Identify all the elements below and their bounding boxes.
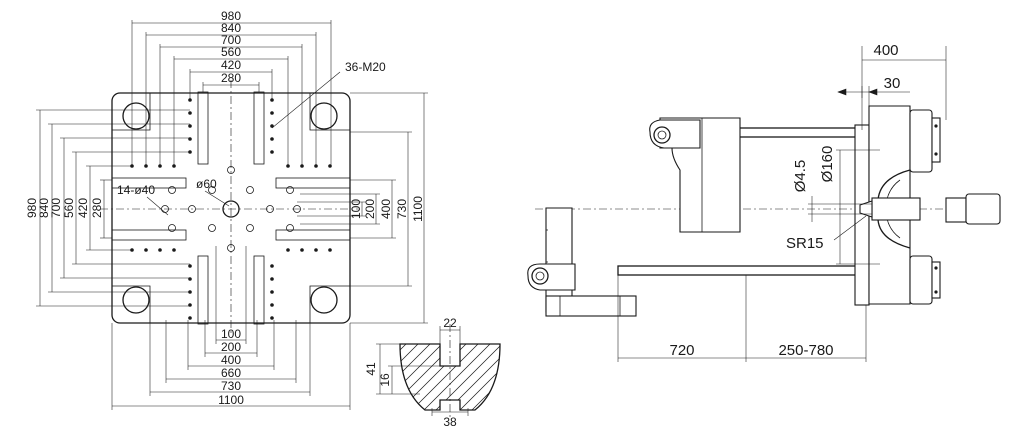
side-diameter-dimension-lines bbox=[808, 149, 880, 265]
corner-cut-bl bbox=[112, 285, 151, 323]
tie-bar-hole-bl bbox=[122, 286, 150, 314]
toggle-link-upper bbox=[649, 119, 701, 149]
side-dim-dia-large: Ø160 bbox=[819, 146, 836, 183]
toggle-link-lower bbox=[527, 263, 576, 291]
t-slot-v-br bbox=[253, 255, 265, 325]
top-dimension-lines bbox=[131, 20, 332, 166]
nozzle-tip bbox=[859, 200, 873, 218]
bottom-dim-1100: 1100 bbox=[218, 393, 244, 407]
moving-platen-foot bbox=[545, 295, 637, 317]
callout-tapped-holes: 36-M20 bbox=[345, 60, 386, 74]
section-outline bbox=[399, 343, 501, 411]
right-dim-1100: 1100 bbox=[411, 196, 425, 222]
side-dim-30: 30 bbox=[884, 75, 901, 92]
t-slot-v-tr bbox=[253, 91, 265, 165]
center-bore bbox=[222, 200, 240, 218]
callout-center-bore: ø60 bbox=[196, 177, 217, 191]
t-slot-h-rt bbox=[275, 177, 351, 189]
bottom-dim-400: 400 bbox=[221, 353, 241, 367]
left-dim-840: 840 bbox=[37, 198, 51, 218]
section-dim-41: 41 bbox=[364, 362, 378, 376]
left-dimension-lines bbox=[36, 109, 190, 307]
left-dim-980: 980 bbox=[25, 198, 39, 218]
platen-front-view: 980 840 700 560 420 280 980 840 700 560 … bbox=[25, 9, 428, 410]
side-dim-dia-small: Ø4.5 bbox=[792, 160, 809, 193]
top-dim-280: 280 bbox=[221, 71, 241, 85]
right-dimension-lines bbox=[297, 92, 428, 324]
side-dim-720: 720 bbox=[669, 342, 694, 359]
bottom-dim-660: 660 bbox=[221, 366, 241, 380]
t-slot-h-lb bbox=[111, 229, 187, 241]
toggle-pin-lower bbox=[531, 267, 549, 285]
tie-bar-nut-lower bbox=[909, 255, 933, 305]
bottom-dim-100: 100 bbox=[221, 327, 241, 341]
toggle-pin-upper bbox=[653, 126, 671, 144]
section-dim-38: 38 bbox=[443, 415, 457, 429]
t-slot-v-tl bbox=[197, 91, 209, 165]
tie-bar-hole-tr bbox=[310, 102, 338, 130]
section-dim-16: 16 bbox=[378, 373, 392, 387]
side-dim-250-780: 250-780 bbox=[778, 342, 833, 359]
top-dim-560: 560 bbox=[221, 45, 241, 59]
right-dim-200: 200 bbox=[363, 199, 377, 219]
left-dim-420: 420 bbox=[76, 198, 90, 218]
t-slot-section-view: 22 41 16 38 bbox=[364, 316, 501, 429]
right-dim-100: 100 bbox=[349, 199, 363, 219]
side-base-dimension-lines bbox=[617, 275, 867, 362]
left-dim-280: 280 bbox=[90, 198, 104, 218]
right-dim-730: 730 bbox=[395, 199, 409, 219]
top-dim-980: 980 bbox=[221, 9, 241, 23]
callout-leader-bore bbox=[204, 190, 230, 207]
corner-cut-tl bbox=[112, 93, 151, 131]
t-slot-h-lt bbox=[111, 177, 187, 189]
side-top-dimension-lines bbox=[837, 46, 947, 130]
corner-cut-br bbox=[309, 285, 350, 323]
side-view: 400 30 Ø4.5 Ø160 SR15 720 250-780 bbox=[527, 42, 1001, 362]
top-dim-420: 420 bbox=[221, 58, 241, 72]
section-dim-22: 22 bbox=[443, 316, 457, 330]
bottom-dim-730: 730 bbox=[221, 379, 241, 393]
top-dim-840: 840 bbox=[221, 21, 241, 35]
injection-unit-adapter bbox=[945, 197, 967, 223]
nozzle-body bbox=[871, 197, 921, 221]
corner-cut-tr bbox=[309, 93, 350, 131]
callout-leader-ejector bbox=[146, 196, 169, 216]
tie-bar-hole-br bbox=[310, 286, 338, 314]
ejector-holes bbox=[161, 166, 301, 252]
left-dim-700: 700 bbox=[49, 198, 63, 218]
callout-ejector-holes: 14-ø40 bbox=[117, 183, 155, 197]
tie-bar-lower bbox=[617, 265, 866, 276]
t-slot-v-bl bbox=[197, 255, 209, 325]
tie-bar-hole-tl bbox=[122, 102, 150, 130]
left-dim-560: 560 bbox=[62, 198, 76, 218]
section-dimension-lines bbox=[376, 326, 469, 416]
bottom-dim-200: 200 bbox=[221, 340, 241, 354]
tie-bar-nut-upper bbox=[909, 109, 933, 173]
side-dim-radius: SR15 bbox=[786, 235, 824, 252]
callout-leader-tapped bbox=[271, 71, 341, 129]
injection-unit bbox=[965, 193, 1001, 225]
top-dim-700: 700 bbox=[221, 33, 241, 47]
t-slot-h-rb bbox=[275, 229, 351, 241]
right-dim-400: 400 bbox=[379, 199, 393, 219]
side-dim-400: 400 bbox=[873, 42, 898, 59]
bottom-dimension-lines bbox=[111, 246, 351, 410]
